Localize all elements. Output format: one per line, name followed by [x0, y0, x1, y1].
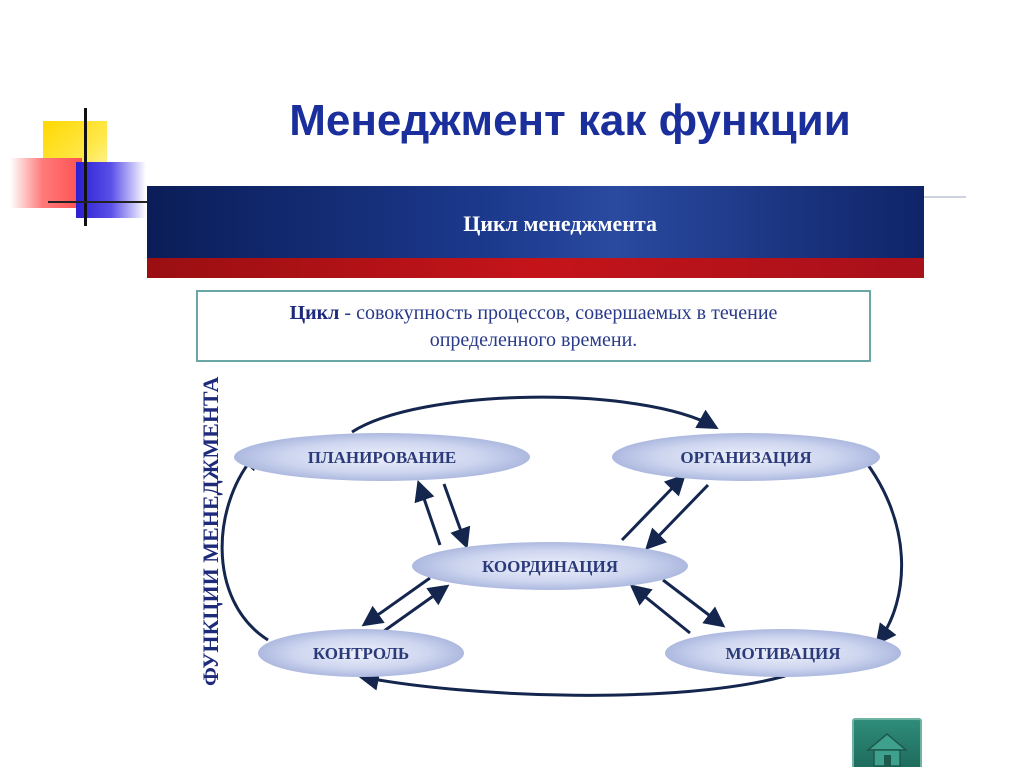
arrow-control-to-coordination: [383, 584, 450, 633]
home-icon: [865, 733, 909, 767]
node-control-label: КОНТРОЛЬ: [313, 644, 409, 663]
node-organization-label: ОРГАНИЗАЦИЯ: [680, 448, 811, 467]
arrow-control-to-planning: [220, 448, 269, 642]
arrow-coordination-to-planning: [414, 480, 442, 546]
node-planning: ПЛАНИРОВАНИЕ: [234, 433, 530, 481]
arrow-coordination-to-organization: [620, 473, 686, 542]
decor-blue-square: [76, 162, 146, 218]
arrow-organization-to-coordination: [645, 483, 710, 551]
decor-horizontal-line: [48, 201, 178, 203]
arrow-organization-to-motivation: [856, 451, 904, 646]
decor-vertical-line: [84, 108, 87, 226]
arrow-coordination-to-motivation: [662, 578, 726, 628]
header-side-line: [924, 196, 966, 198]
header-stripe: [147, 258, 924, 278]
arrow-planning-to-organization: [351, 395, 719, 434]
header-band: [147, 186, 924, 258]
header-title: Цикл менеджмента: [463, 211, 657, 236]
node-motivation: МОТИВАЦИЯ: [665, 629, 901, 677]
arrow-planning-to-coordination: [442, 483, 471, 549]
slide-title: Менеджмент как функции: [289, 96, 851, 145]
definition-box: Цикл - совокупность процессов, совершаем…: [196, 290, 871, 362]
node-coordination-label: КООРДИНАЦИЯ: [482, 557, 618, 576]
arrow-motivation-to-control: [357, 669, 786, 697]
node-motivation-label: МОТИВАЦИЯ: [725, 644, 840, 663]
node-planning-label: ПЛАНИРОВАНИЕ: [308, 448, 456, 467]
definition-body: - совокупность процессов, совершаемых в …: [339, 302, 778, 324]
definition-body-line2: определенного времени.: [429, 329, 638, 351]
home-button[interactable]: [852, 718, 922, 767]
decor-red-square: [10, 158, 82, 208]
arrow-motivation-to-coordination: [629, 584, 691, 635]
node-coordination: КООРДИНАЦИЯ: [412, 542, 688, 590]
definition-term: Цикл: [289, 302, 340, 324]
arrow-coordination-to-control: [361, 576, 431, 627]
node-control: КОНТРОЛЬ: [258, 629, 464, 677]
node-organization: ОРГАНИЗАЦИЯ: [612, 433, 880, 481]
definition-text: Цикл - совокупность процессов, совершаем…: [198, 300, 869, 354]
